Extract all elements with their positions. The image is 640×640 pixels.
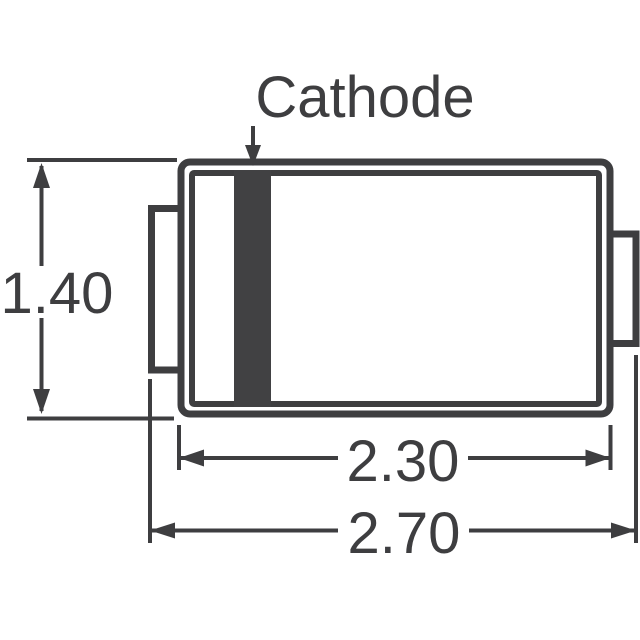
overall-width-dimension-label: 2.70 — [348, 501, 461, 566]
cathode-callout: Cathode — [245, 65, 475, 166]
height-label-backdrop — [0, 266, 113, 318]
body-width-dimension-label: 2.30 — [347, 429, 460, 494]
body-width-label-backdrop — [338, 433, 468, 485]
up-arrow-icon — [33, 163, 50, 188]
cathode-band — [234, 170, 271, 407]
right-arrow-icon — [611, 522, 636, 539]
left-arrow-icon — [150, 522, 175, 539]
height-dimension-label: 1.40 — [1, 261, 114, 326]
package-inner-outline — [189, 170, 602, 407]
down-arrow-icon — [33, 389, 50, 414]
left-arrow-icon — [179, 449, 204, 467]
height-dimension: 1.40 — [0, 158, 177, 421]
down-arrow-icon — [245, 145, 261, 166]
body-width-dimension: 2.30 — [177, 425, 613, 494]
overall-width-label-backdrop — [338, 506, 469, 558]
overall-width-dimension: 2.70 — [148, 355, 638, 566]
cathode-label: Cathode — [255, 65, 474, 130]
right-arrow-icon — [585, 449, 611, 467]
